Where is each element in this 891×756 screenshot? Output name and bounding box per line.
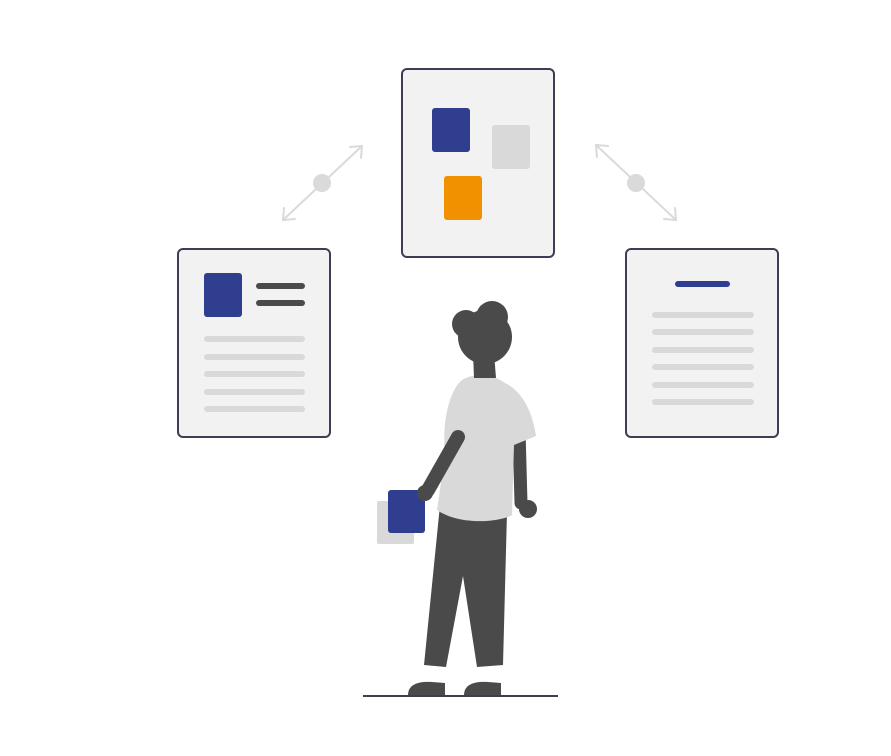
right-connector-arrow-icon: [594, 143, 678, 222]
handheld-tablet: [377, 485, 433, 544]
top-gallery-card: [401, 68, 555, 258]
left-connector-arrow-icon: [281, 144, 364, 222]
person-figure-icon: [408, 301, 537, 695]
blue-tile: [432, 108, 470, 152]
gray-tile: [492, 125, 530, 169]
orange-tile: [444, 176, 482, 220]
right-text-card: [625, 248, 779, 438]
left-document-card: [177, 248, 331, 438]
document-image: [204, 273, 242, 317]
